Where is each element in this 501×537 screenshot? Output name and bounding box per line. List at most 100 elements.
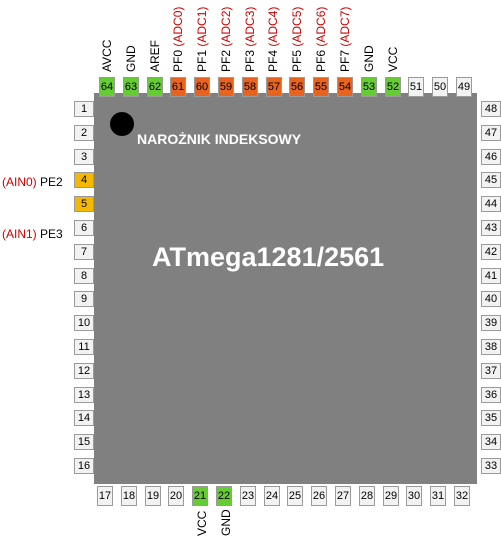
pin-25: 25 xyxy=(287,486,303,506)
pin-41: 41 xyxy=(481,268,501,284)
pin-53: 53 xyxy=(361,77,377,97)
adc4-name: (ADC4) xyxy=(266,6,280,47)
pf7-label: PF7 (ADC7) xyxy=(338,7,352,72)
pin-30: 30 xyxy=(406,486,422,506)
pe2-name: PE2 xyxy=(40,175,63,189)
pin-40: 40 xyxy=(481,291,501,307)
pin-59: 59 xyxy=(218,77,234,97)
pe2-label: (AIN0) PE2 xyxy=(2,175,63,189)
pin-44: 44 xyxy=(481,196,501,212)
adc7-name: (ADC7) xyxy=(338,6,352,47)
index-dot xyxy=(110,112,134,136)
pin-17: 17 xyxy=(97,486,113,506)
pin-61: 61 xyxy=(170,77,186,97)
chip-title: ATmega1281/2561 xyxy=(152,242,385,272)
pin-50: 50 xyxy=(432,77,448,97)
pin-28: 28 xyxy=(359,486,375,506)
adc6-name: (ADC6) xyxy=(314,6,328,47)
pin-3: 3 xyxy=(74,149,94,165)
pf4-label: PF4 (ADC4) xyxy=(266,7,280,72)
pin-12: 12 xyxy=(74,363,94,379)
pin-51: 51 xyxy=(408,77,424,97)
pin-15: 15 xyxy=(74,434,94,450)
pin-22: 22 xyxy=(216,486,232,506)
pin-7: 7 xyxy=(74,244,94,260)
pin-6: 6 xyxy=(74,220,94,236)
adc1-name: (ADC1) xyxy=(195,6,209,47)
pin-42: 42 xyxy=(481,244,501,260)
pf3-label: PF3 (ADC3) xyxy=(243,7,257,72)
pin-13: 13 xyxy=(74,387,94,403)
pin-23: 23 xyxy=(240,486,256,506)
pf7-name: PF7 xyxy=(338,49,352,72)
pin-29: 29 xyxy=(383,486,399,506)
pin-56: 56 xyxy=(289,77,305,97)
pf1-label: PF1 (ADC1) xyxy=(195,7,209,72)
gnd-top2-label: GND xyxy=(362,45,376,72)
pin-11: 11 xyxy=(74,339,94,355)
aref-label: AREF xyxy=(148,39,162,72)
pin-5: 5 xyxy=(74,196,94,212)
pin-26: 26 xyxy=(311,486,327,506)
pin-8: 8 xyxy=(74,268,94,284)
chip-body xyxy=(94,93,477,484)
pe3-name: PE3 xyxy=(40,227,63,241)
avcc-label: AVCC xyxy=(100,39,114,72)
pin-20: 20 xyxy=(168,486,184,506)
pin-16: 16 xyxy=(74,458,94,474)
pin-9: 9 xyxy=(74,291,94,307)
pin-34: 34 xyxy=(481,434,501,450)
pin-54: 54 xyxy=(337,77,353,97)
ain0-label: (AIN0) xyxy=(2,175,37,189)
pf6-label: PF6 (ADC6) xyxy=(314,7,328,72)
pf4-name: PF4 xyxy=(266,49,280,72)
pin-47: 47 xyxy=(481,125,501,141)
pin-18: 18 xyxy=(121,486,137,506)
pin-36: 36 xyxy=(481,387,501,403)
adc0-name: (ADC0) xyxy=(171,6,185,47)
pe3-label: (AIN1) PE3 xyxy=(2,227,63,241)
pf2-label: PF2 (ADC2) xyxy=(219,7,233,72)
pin-31: 31 xyxy=(430,486,446,506)
pin-19: 19 xyxy=(145,486,161,506)
pin-1: 1 xyxy=(74,101,94,117)
pin-4: 4 xyxy=(74,172,94,188)
pin-38: 38 xyxy=(481,339,501,355)
pin-27: 27 xyxy=(335,486,351,506)
pin-48: 48 xyxy=(481,101,501,117)
ain1-label: (AIN1) xyxy=(2,227,37,241)
vcc-top-label: VCC xyxy=(386,46,400,72)
adc3-name: (ADC3) xyxy=(243,6,257,47)
pin-52: 52 xyxy=(385,77,401,97)
pin-21: 21 xyxy=(192,486,208,506)
pf2-name: PF2 xyxy=(219,49,233,72)
pin-46: 46 xyxy=(481,149,501,165)
adc5-name: (ADC5) xyxy=(290,6,304,47)
pin-2: 2 xyxy=(74,125,94,141)
adc2-name: (ADC2) xyxy=(219,6,233,47)
pf5-label: PF5 (ADC5) xyxy=(290,7,304,72)
pin-64: 64 xyxy=(99,77,115,97)
pf6-name: PF6 xyxy=(314,49,328,72)
pin-24: 24 xyxy=(264,486,280,506)
pf1-name: PF1 xyxy=(195,49,209,72)
pin-39: 39 xyxy=(481,315,501,331)
pin-63: 63 xyxy=(123,77,139,97)
pin-37: 37 xyxy=(481,363,501,379)
pin-60: 60 xyxy=(194,77,210,97)
pin-49: 49 xyxy=(456,77,472,97)
pin-14: 14 xyxy=(74,410,94,426)
pf0-label: PF0 (ADC0) xyxy=(171,7,185,72)
pin-32: 32 xyxy=(454,486,470,506)
pin-62: 62 xyxy=(147,77,163,97)
pin-58: 58 xyxy=(242,77,258,97)
pf3-name: PF3 xyxy=(243,49,257,72)
pin-43: 43 xyxy=(481,220,501,236)
pin-35: 35 xyxy=(481,410,501,426)
pf0-name: PF0 xyxy=(171,49,185,72)
gnd-top1-label: GND xyxy=(124,45,138,72)
pin-10: 10 xyxy=(74,315,94,331)
pin-33: 33 xyxy=(481,458,501,474)
gnd-bottom-label: GND xyxy=(219,509,233,536)
pin-45: 45 xyxy=(481,172,501,188)
